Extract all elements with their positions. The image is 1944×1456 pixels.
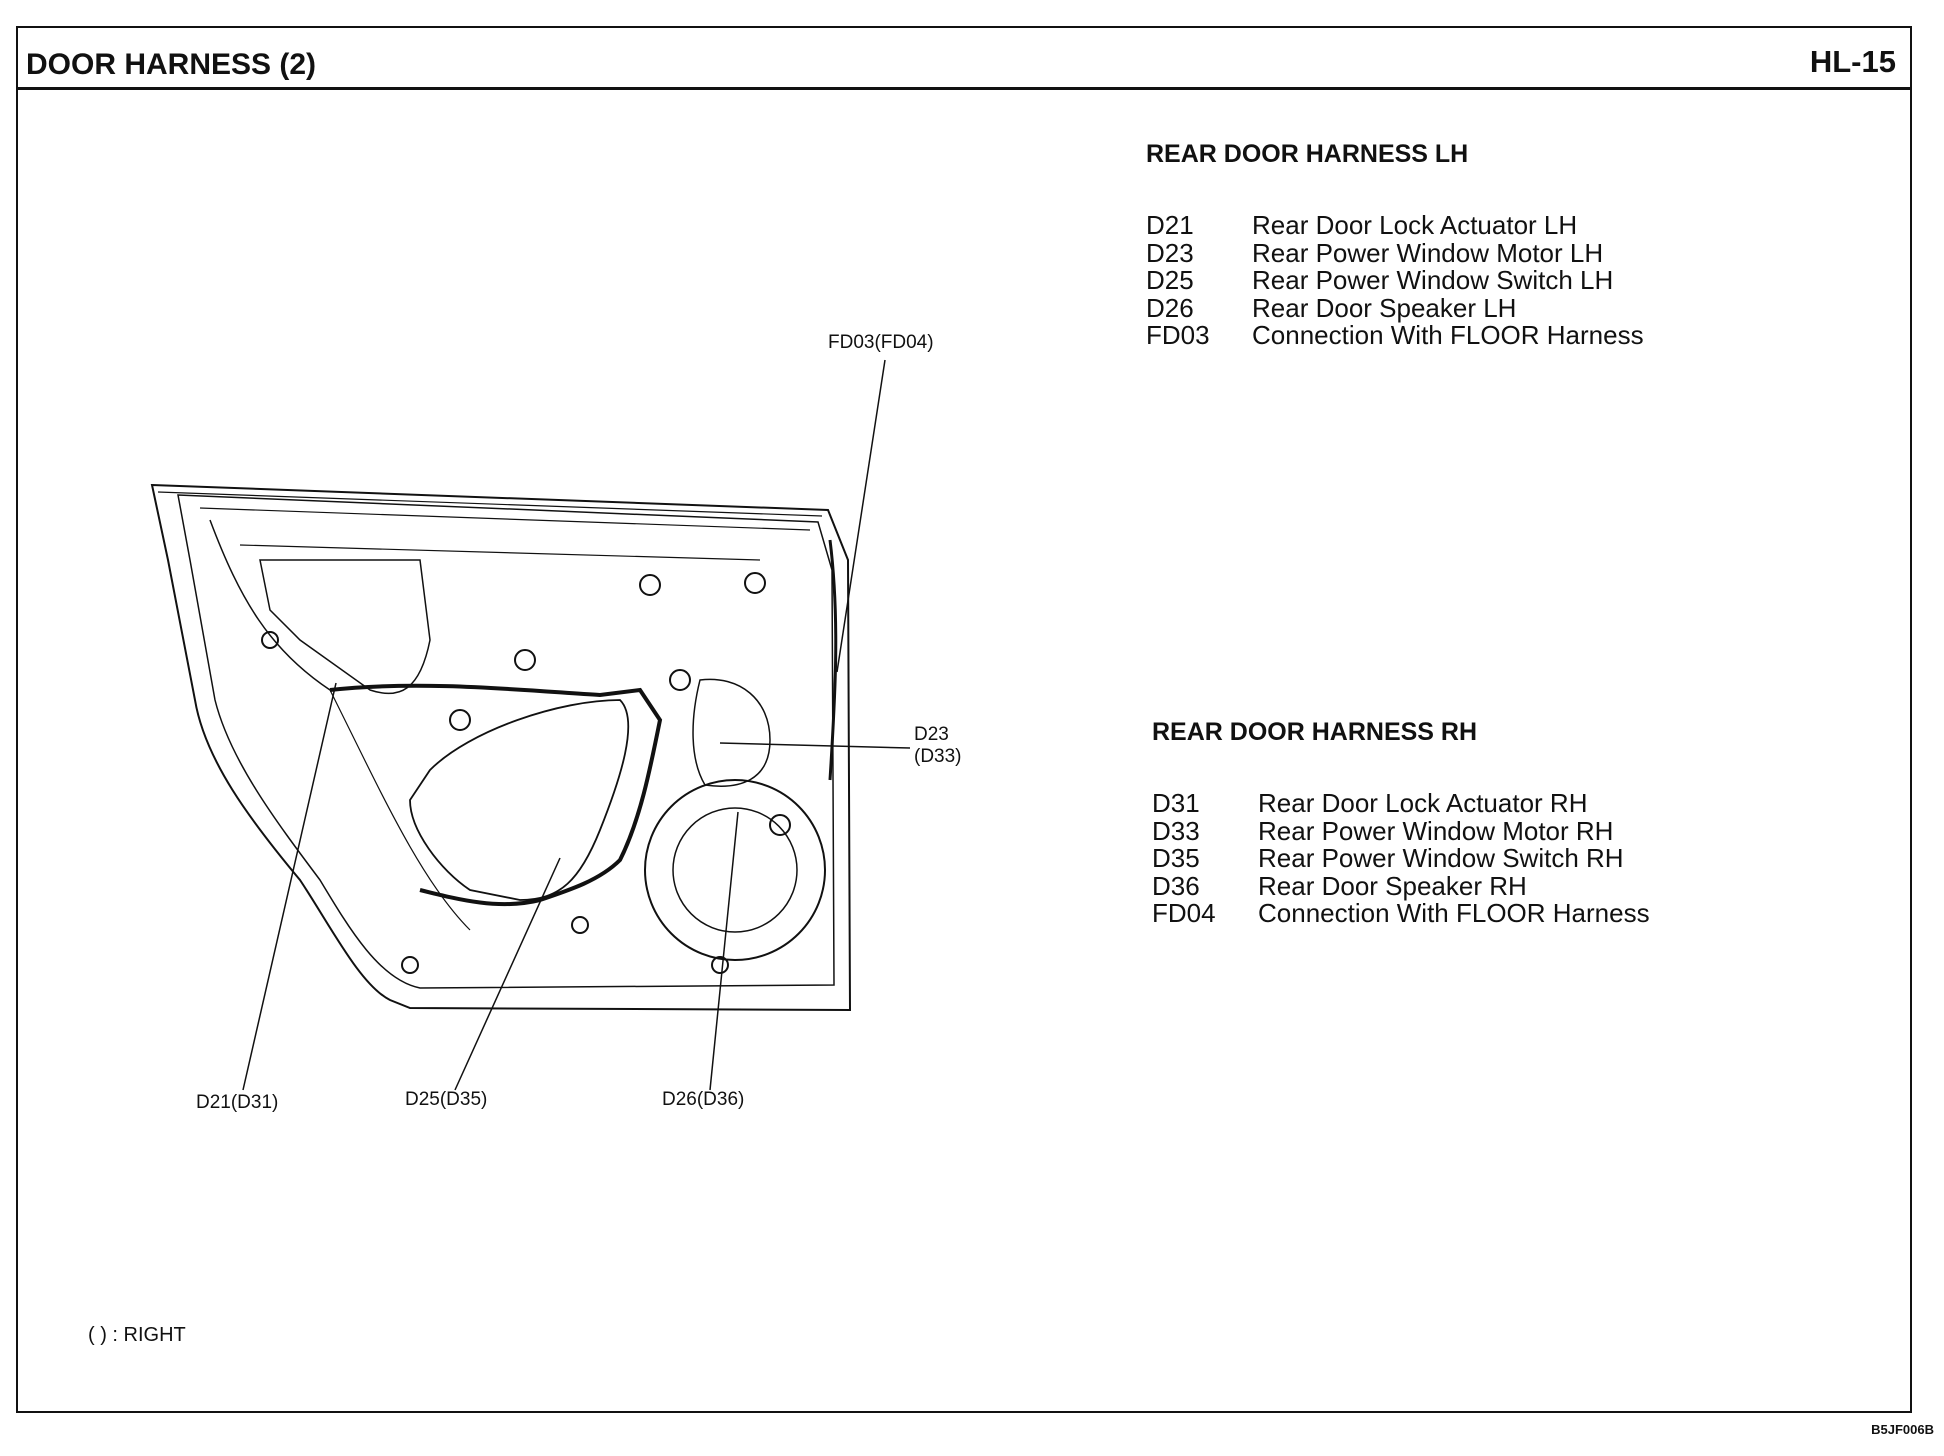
legend-row: D36 Rear Door Speaker RH — [1152, 870, 1650, 901]
legend-row: D25 Rear Power Window Switch LH — [1146, 265, 1644, 295]
leader-d26 — [709, 811, 739, 1091]
callout-d23: D23 — [914, 724, 949, 745]
legend-row: D35 Rear Power Window Switch RH — [1152, 843, 1650, 873]
leader-d23 — [719, 742, 911, 749]
legend-code: D25 — [1146, 265, 1194, 295]
legend-row: D33 Rear Power Window Motor RH — [1152, 815, 1650, 846]
center-access-hole — [409, 699, 630, 901]
page-header: DOOR HARNESS (2) HL-15 — [18, 28, 1910, 90]
figure-code: B5JF006B — [1871, 1422, 1934, 1437]
door-outline — [150, 483, 852, 1012]
legend-desc: Connection With FLOOR Harness — [1258, 898, 1650, 928]
legend-code: D35 — [1152, 843, 1200, 873]
legend-row: D26 Rear Door Speaker LH — [1146, 292, 1644, 323]
legend-lh-title: REAR DOOR HARNESS LH — [1146, 140, 1469, 168]
legend-row: D31 Rear Door Lock Actuator RH — [1152, 788, 1650, 818]
callout-d25: D25(D35) — [405, 1089, 488, 1110]
page-frame: DOOR HARNESS (2) HL-15 — [16, 26, 1912, 1413]
callout-d26: D26(D36) — [662, 1089, 745, 1110]
legend-code: D33 — [1152, 815, 1200, 846]
door-inner-outline — [177, 494, 835, 989]
speaker-outer — [644, 779, 826, 961]
legend-row: D21 Rear Door Lock Actuator LH — [1146, 210, 1644, 240]
legend-code: D36 — [1152, 870, 1200, 901]
legend-desc: Rear Power Window Motor LH — [1252, 237, 1604, 268]
harness-route — [329, 683, 663, 907]
leader-d25 — [454, 857, 561, 1091]
legend-code: D21 — [1146, 210, 1194, 240]
motor-housing — [692, 678, 771, 787]
callout-d33: (D33) — [914, 746, 962, 767]
legend-row: FD04 Connection With FLOOR Harness — [1152, 898, 1650, 928]
page-title: DOOR HARNESS (2) — [26, 48, 317, 81]
leader-d21 — [242, 682, 337, 1091]
callout-d21: D21(D31) — [196, 1092, 279, 1113]
legend-code: FD04 — [1152, 898, 1216, 928]
legend-desc: Rear Power Window Motor RH — [1258, 815, 1614, 846]
legend-desc: Connection With FLOOR Harness — [1252, 320, 1644, 350]
page-number: HL-15 — [1809, 44, 1896, 79]
legend-row: FD03 Connection With FLOOR Harness — [1146, 320, 1644, 350]
leader-fd03 — [836, 359, 886, 673]
callout-fd03: FD03(FD04) — [828, 332, 934, 353]
legend-desc: Rear Door Speaker RH — [1258, 870, 1527, 901]
legend-rh-title: REAR DOOR HARNESS RH — [1152, 718, 1478, 746]
legend-desc: Rear Door Speaker LH — [1252, 292, 1517, 323]
legend-row: D23 Rear Power Window Motor LH — [1146, 237, 1644, 268]
harness-branch — [828, 539, 838, 781]
legend-code: D23 — [1146, 237, 1194, 268]
legend-code: D26 — [1146, 292, 1194, 323]
legend-code: FD03 — [1146, 320, 1210, 350]
speaker-inner — [672, 807, 798, 933]
legend-desc: Rear Door Lock Actuator RH — [1258, 788, 1588, 818]
upper-cutout — [259, 559, 431, 695]
right-side-note: ( ) : RIGHT — [88, 1324, 186, 1346]
legend-code: D31 — [1152, 788, 1200, 818]
legend-desc: Rear Power Window Switch LH — [1252, 265, 1614, 295]
legend-desc: Rear Door Lock Actuator LH — [1252, 210, 1578, 240]
legend-desc: Rear Power Window Switch RH — [1258, 843, 1624, 873]
